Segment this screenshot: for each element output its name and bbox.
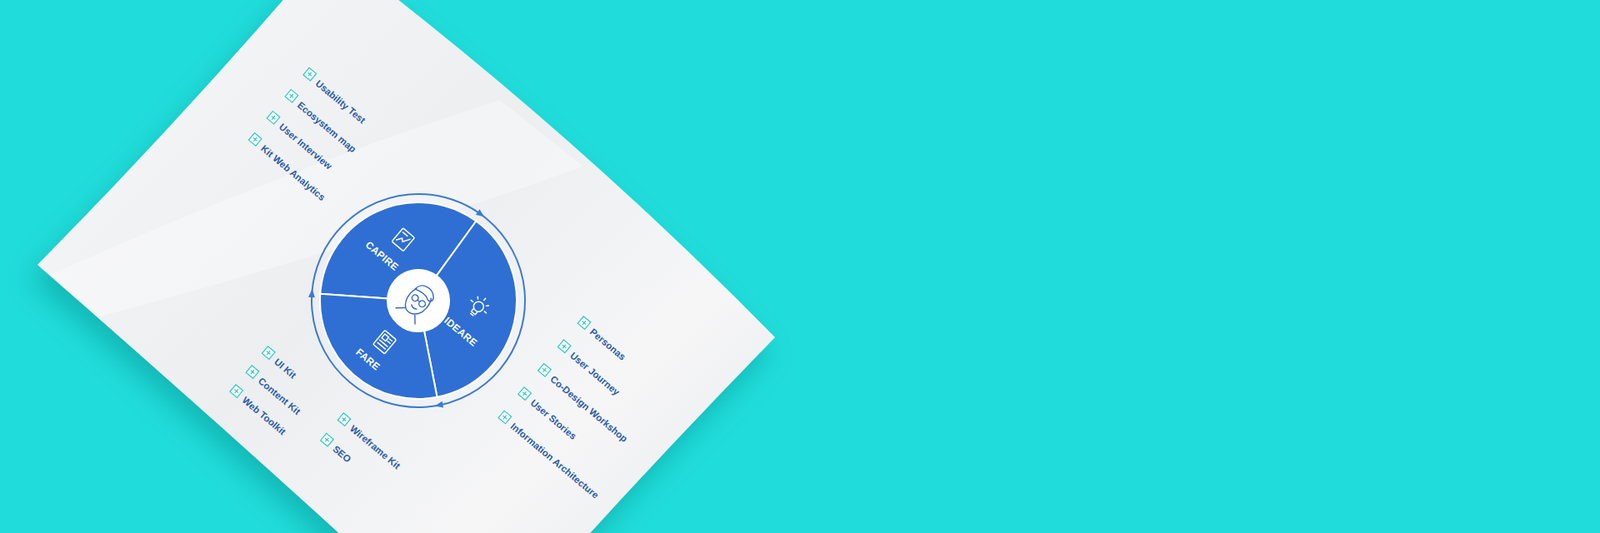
checkbox-plus xyxy=(120,70,597,533)
checkbox-icons xyxy=(116,67,600,533)
user-face-icon xyxy=(395,280,439,325)
ring-arrowhead xyxy=(475,209,486,220)
paper-shape xyxy=(37,0,775,533)
segment-icons xyxy=(0,0,899,533)
ring-arrowhead xyxy=(435,400,447,412)
build-document-icon xyxy=(373,330,397,354)
idea-bulb-icon xyxy=(464,291,494,321)
segment-wedge xyxy=(294,263,465,425)
ring-arrowhead xyxy=(306,289,319,301)
research-icon xyxy=(391,228,415,252)
